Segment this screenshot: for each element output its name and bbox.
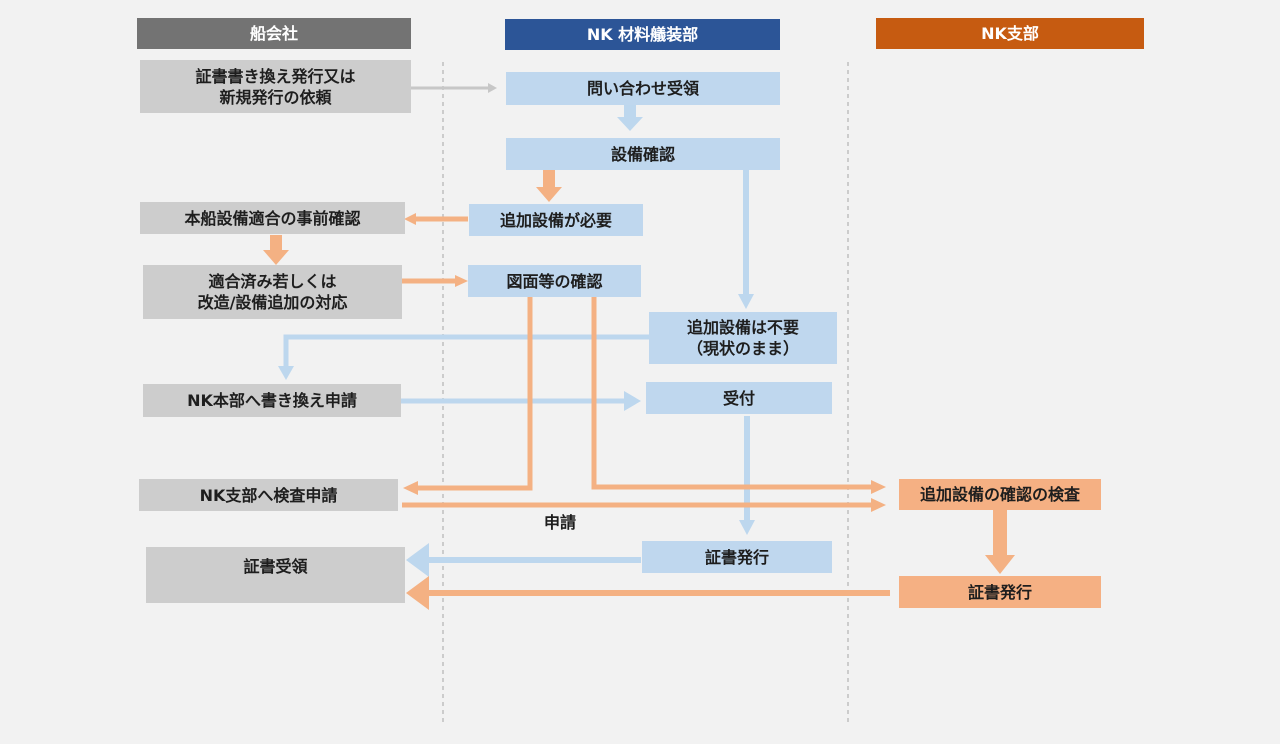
lane-header-owner: 船会社 — [137, 18, 411, 49]
arrow-response-to-drawing-head — [455, 275, 468, 287]
arrow-check-to-required-head — [536, 187, 562, 202]
node-rewrite-apply-label: NK本部へ書き換え申請 — [187, 391, 357, 410]
arrow-branch-issue-to-receive-head — [406, 576, 429, 610]
lane-header-nk-material-label: NK 材料艤装部 — [586, 25, 699, 44]
node-branch-issue-cert-label: 証書発行 — [967, 582, 1032, 602]
node-reception-label: 受付 — [722, 388, 755, 408]
arrow-survey-to-issue — [993, 510, 1007, 556]
node-issue-cert: 証書発行 — [642, 541, 832, 573]
apply-annotation: 申請 — [544, 513, 577, 532]
node-inquiry: 問い合わせ受領 — [506, 72, 780, 105]
arrow-drawing-to-survey — [591, 297, 872, 490]
node-receive-cert-label: 証書受領 — [243, 557, 308, 576]
arrow-drawing-to-survey-head — [871, 480, 886, 494]
node-request: 証書書き換え発行又は 新規発行の依頼 — [140, 60, 411, 113]
arrow-rewrite-to-reception-head — [624, 391, 641, 411]
node-receive-cert: 証書受領 — [146, 547, 405, 603]
node-additional-required: 追加設備が必要 — [469, 204, 643, 236]
node-rewrite-apply: NK本部へ書き換え申請 — [143, 384, 401, 417]
node-branch-survey-label: 追加設備の確認の検査 — [919, 485, 1080, 504]
node-branch-issue-cert: 証書発行 — [899, 576, 1101, 608]
arrow-required-to-precheck-head — [404, 213, 416, 225]
node-response-label: 適合済み若しくは 改造/設備追加の対応 — [197, 272, 348, 312]
arrow-precheck-to-response — [270, 235, 282, 251]
lane-header-nk-branch: NK支部 — [876, 18, 1144, 49]
node-additional-required-label: 追加設備が必要 — [499, 210, 612, 230]
node-drawing-check-label: 図面等の確認 — [506, 271, 603, 291]
arrow-precheck-to-response-head — [263, 250, 289, 265]
node-survey-apply: NK支部へ検査申請 — [139, 479, 398, 511]
node-pre-check: 本船設備適合の事前確認 — [140, 202, 405, 234]
node-equipment-check: 設備確認 — [506, 138, 780, 170]
arrow-inquiry-to-check — [624, 105, 636, 117]
arrow-apply-to-survey-head — [871, 498, 886, 512]
arrow-request-to-inquiry-head — [488, 83, 497, 93]
node-survey-apply-label: NK支部へ検査申請 — [199, 485, 338, 505]
arrow-check-to-required — [543, 170, 555, 188]
node-inquiry-label: 問い合わせ受領 — [586, 79, 699, 98]
arrow-check-to-not-required-head — [738, 294, 754, 309]
lane-header-nk-branch-label: NK支部 — [981, 24, 1039, 43]
node-request-label: 証書書き換え発行又は 新規発行の依頼 — [195, 66, 356, 107]
lane-header-nk-material: NK 材料艤装部 — [505, 19, 780, 50]
node-equipment-check-label: 設備確認 — [610, 144, 675, 164]
node-issue-cert-label: 証書発行 — [704, 547, 769, 567]
node-pre-check-label: 本船設備適合の事前確認 — [184, 208, 361, 228]
node-additional-not-required: 追加設備は不要 （現状のまま） — [649, 312, 837, 364]
arrow-survey-to-issue-head — [985, 555, 1015, 574]
lane-header-owner-label: 船会社 — [249, 24, 298, 43]
arrow-drawing-to-survey-apply-head — [403, 481, 418, 495]
node-drawing-check: 図面等の確認 — [468, 265, 641, 297]
arrow-drawing-to-survey-apply — [417, 297, 533, 491]
node-branch-survey: 追加設備の確認の検査 — [899, 479, 1101, 510]
node-reception: 受付 — [646, 382, 832, 414]
node-additional-not-required-label: 追加設備は不要 （現状のまま） — [686, 318, 799, 358]
arrow-issue-to-receive-head — [406, 543, 429, 577]
node-response: 適合済み若しくは 改造/設備追加の対応 — [143, 265, 402, 319]
arrow-not-required-to-rewrite-head — [278, 366, 294, 380]
arrow-inquiry-to-check-head — [617, 117, 643, 131]
arrow-reception-to-issue-head — [739, 520, 755, 535]
